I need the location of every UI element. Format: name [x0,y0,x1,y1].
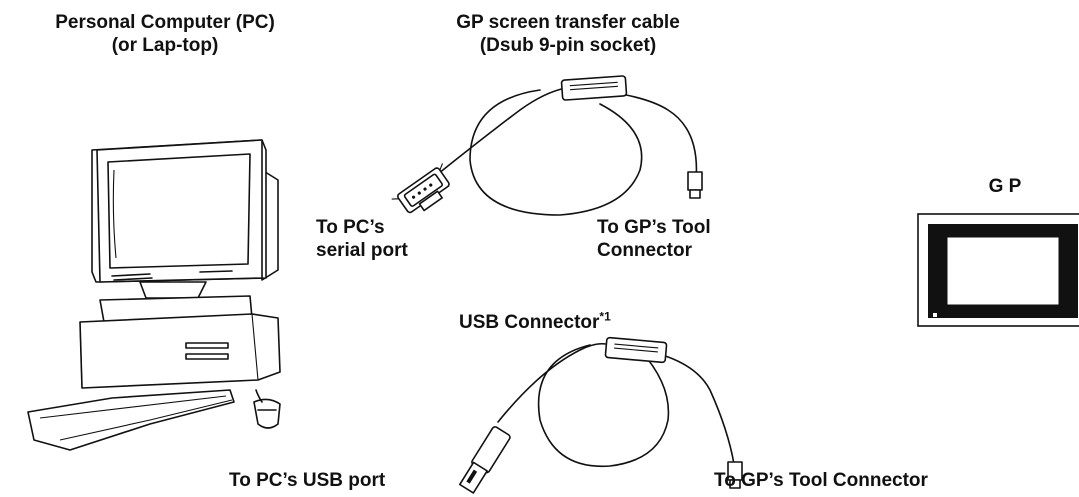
pc-title-label: Personal Computer (PC) (or Lap-top) [0,11,330,57]
serial-port-label: To PC’s serial port [316,216,408,262]
gp-label: G P [988,176,1022,197]
cable-title-line1: GP screen transfer cable [456,12,680,33]
gp-tool-line2: Connector [597,240,692,261]
usb-connector-label: USB Connector*1 [459,311,611,334]
serial-port-line1: To PC’s [316,217,385,238]
gp-tool-connector-label-bottom: To GP’s Tool Connector [714,470,928,491]
pc-usb-port-label: To PC’s USB port [229,470,386,491]
cable-title-line2: (Dsub 9-pin socket) [479,35,657,56]
usb-footnote-marker: *1 [599,309,611,324]
pc-title-line1: Personal Computer (PC) [55,12,275,33]
gp-tool-line1: To GP’s Tool [597,217,711,238]
gp-tool-connector-label-top: To GP’s Tool Connector [597,216,711,262]
serial-port-line2: serial port [316,240,408,261]
usb-connector-text: USB Connector [459,312,600,333]
cable-title-label: GP screen transfer cable (Dsub 9-pin soc… [418,11,718,57]
pc-title-line2: (or Lap-top) [111,35,219,56]
